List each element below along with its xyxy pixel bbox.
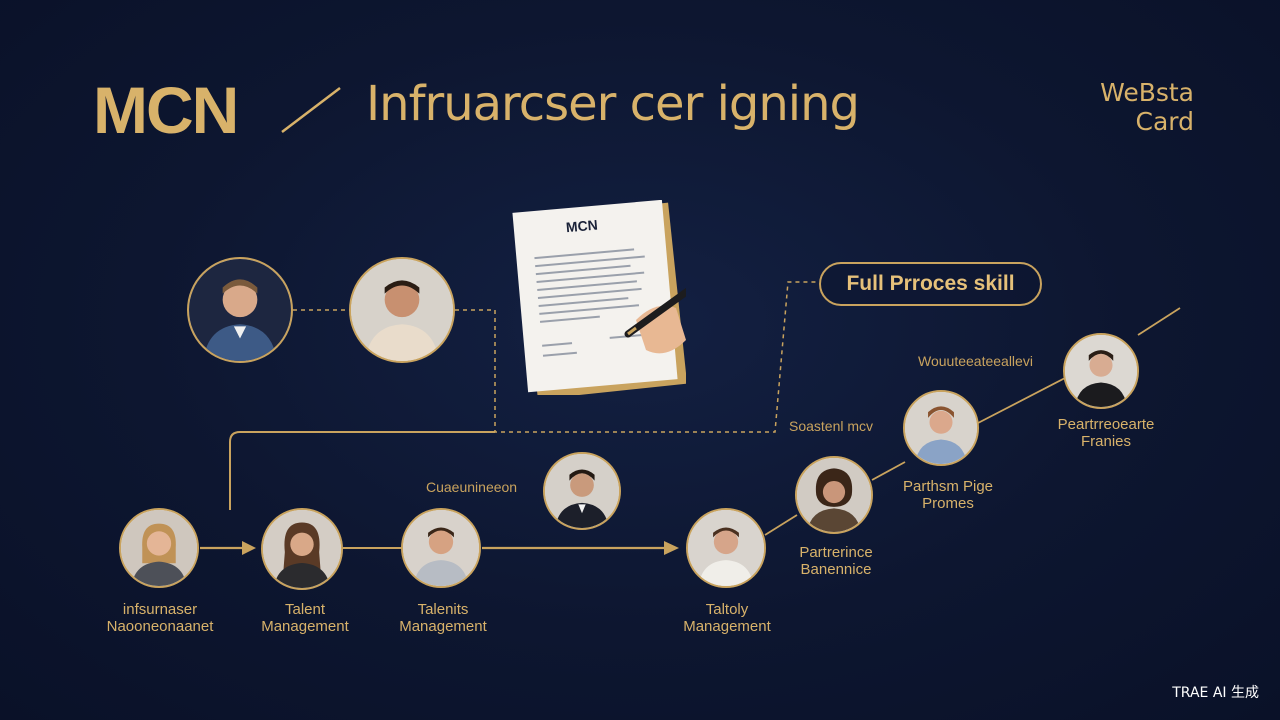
avatar-customer [543,452,621,530]
side-label-session: Soastenl mcv [789,418,874,434]
slash-divider [281,87,341,133]
avatar-partner-reference [795,456,873,534]
corner-caption: WeBsta Card [1100,78,1194,136]
corner-caption-line2: Card [1135,107,1194,136]
side-label-workflow: Wouuteeateeallevi [918,353,1033,369]
avatar-talent-management-3 [686,508,766,588]
avatar-top-left [187,257,293,363]
contract-document-illustration: MCN [512,200,686,395]
avatar-influencer [119,508,199,588]
document-logo: MCN [565,217,598,236]
avatar-talent-management-2 [401,508,481,588]
avatar-partner-practice [1063,333,1139,409]
footer-watermark: TRAE AI 生成 [1172,685,1259,701]
corner-caption-line1: WeBsta [1100,78,1194,107]
side-label-customer: Cuaeunineeon [426,479,518,495]
avatar-top-right [349,257,455,363]
full-process-badge[interactable]: Full Prroces skill [819,262,1042,306]
avatar-partner-page [903,390,979,466]
avatar-talent-management-1 [261,508,343,590]
page-title: Infruarcser cer igning [366,76,860,132]
brand-logo: MCN [93,73,239,147]
